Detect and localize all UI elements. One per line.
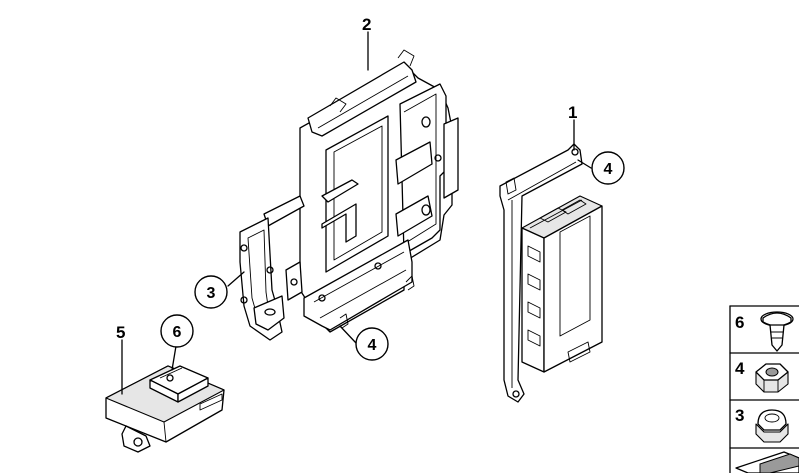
small-module — [105, 365, 225, 453]
part-label-1: 1 — [568, 103, 577, 122]
cap-nut-icon — [755, 409, 789, 443]
legend-label-6: 6 — [735, 313, 744, 332]
part-label-5: 5 — [116, 323, 125, 342]
part-label-2: 2 — [362, 15, 371, 34]
mounting-bracket — [239, 49, 459, 341]
callout-4-upper: 4 — [591, 151, 625, 185]
callout-label: 4 — [368, 337, 377, 354]
control-unit — [499, 143, 603, 403]
legend-label-4: 4 — [735, 359, 745, 378]
callout-label: 6 — [173, 324, 182, 341]
callout-label: 3 — [207, 285, 216, 302]
hex-nut-icon — [755, 363, 789, 393]
callout-label: 4 — [604, 161, 613, 178]
callout-6: 6 — [160, 314, 194, 348]
push-rivet-icon — [760, 311, 794, 352]
leader-lines — [121, 31, 592, 395]
legend-label-3: 3 — [735, 406, 744, 425]
wedge-icon — [735, 451, 799, 473]
callout-3: 3 — [194, 275, 228, 309]
parts-legend: 6 4 3 — [729, 305, 799, 473]
callout-4-lower: 4 — [355, 327, 389, 361]
